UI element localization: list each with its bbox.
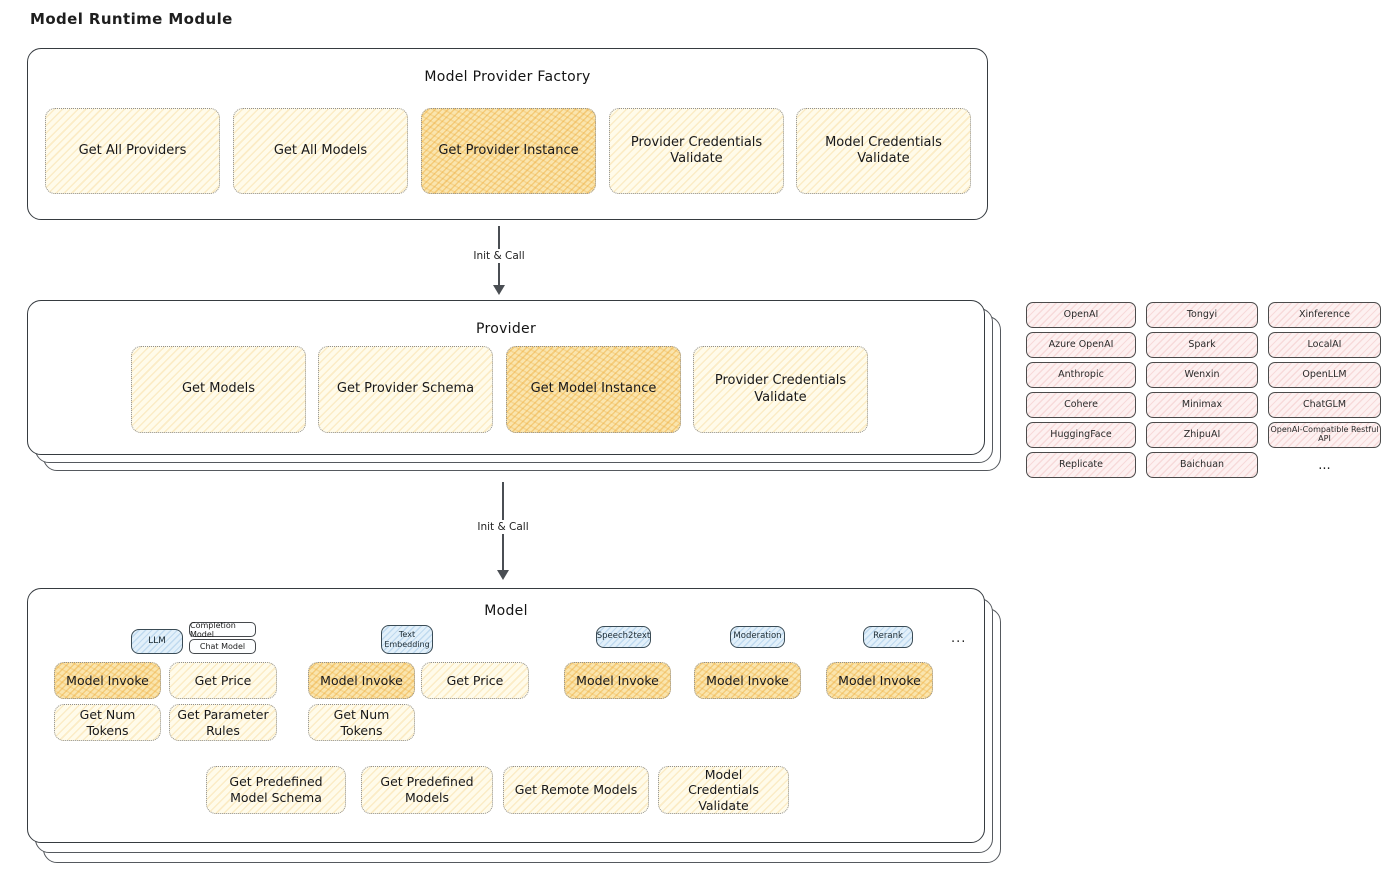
llm-model-invoke-button: Model Invoke xyxy=(54,662,161,699)
provider-chip: ChatGLM xyxy=(1268,392,1381,418)
get-remote-models-button: Get Remote Models xyxy=(503,766,649,814)
provider-chip: Wenxin xyxy=(1146,362,1258,388)
provider-title: Provider xyxy=(475,321,537,337)
provider-chip: Spark xyxy=(1146,332,1258,358)
speech2text-model-invoke-button: Model Invoke xyxy=(564,662,671,699)
text-embedding-get-num-tokens-button: Get Num Tokens xyxy=(308,704,415,741)
provider-chip: OpenAI-Compatible Restful API xyxy=(1268,422,1381,448)
provider-box: Provider Get Models Get Provider Schema … xyxy=(27,300,985,455)
text-embedding-model-invoke-button: Model Invoke xyxy=(308,662,415,699)
rerank-model-invoke-button: Model Invoke xyxy=(826,662,933,699)
llm-get-num-tokens-button: Get Num Tokens xyxy=(54,704,161,741)
provider-chip: LocalAI xyxy=(1268,332,1381,358)
arrow-label-init-call-1: Init & Call xyxy=(468,249,530,263)
tag-llm: LLM xyxy=(131,629,183,654)
factory-button-get-provider-instance: Get Provider Instance xyxy=(421,108,596,194)
text-embedding-get-price-button: Get Price xyxy=(421,662,529,699)
providers-grid: OpenAI Tongyi Xinference Azure OpenAI Sp… xyxy=(1026,302,1381,478)
provider-chip: OpenLLM xyxy=(1268,362,1381,388)
tag-rerank: Rerank xyxy=(863,626,913,648)
provider-button-get-model-instance: Get Model Instance xyxy=(506,346,681,433)
model-tags-more-ellipsis: ... xyxy=(951,631,967,646)
provider-chip: Minimax xyxy=(1146,392,1258,418)
tag-chat-model: Chat Model xyxy=(189,639,256,654)
tag-moderation: Moderation xyxy=(730,626,785,648)
model-title: Model xyxy=(484,603,528,619)
factory-title: Model Provider Factory xyxy=(424,69,591,85)
provider-chip: Baichuan xyxy=(1146,452,1258,478)
llm-get-parameter-rules-button: Get Parameter Rules xyxy=(169,704,277,741)
provider-chip: Anthropic xyxy=(1026,362,1136,388)
provider-chip: HuggingFace xyxy=(1026,422,1136,448)
tag-text-embedding: Text Embedding xyxy=(381,625,433,654)
page-title: Model Runtime Module xyxy=(30,10,233,28)
get-predefined-model-schema-button: Get Predefined Model Schema xyxy=(206,766,346,814)
providers-more-ellipsis: ... xyxy=(1318,457,1331,473)
get-predefined-models-button: Get Predefined Models xyxy=(361,766,493,814)
provider-chip: Replicate xyxy=(1026,452,1136,478)
model-box: Model LLM Completion Model Chat Model Te… xyxy=(27,588,985,843)
arrow-label-init-call-2: Init & Call xyxy=(472,520,534,534)
provider-chip: Xinference xyxy=(1268,302,1381,328)
provider-button-provider-credentials-validate: Provider Credentials Validate xyxy=(693,346,868,433)
tag-speech2text: Speech2text xyxy=(596,626,651,648)
llm-get-price-button: Get Price xyxy=(169,662,277,699)
provider-chip: OpenAI xyxy=(1026,302,1136,328)
factory-button-model-credentials-validate: Model Credentials Validate xyxy=(796,108,971,194)
tag-completion-model: Completion Model xyxy=(189,621,256,639)
provider-chip: Cohere xyxy=(1026,392,1136,418)
provider-chip: Tongyi xyxy=(1146,302,1258,328)
provider-button-get-models: Get Models xyxy=(131,346,306,433)
factory-button-provider-credentials-validate: Provider Credentials Validate xyxy=(609,108,784,194)
provider-chip: Azure OpenAI xyxy=(1026,332,1136,358)
provider-chip: ZhipuAI xyxy=(1146,422,1258,448)
provider-button-get-provider-schema: Get Provider Schema xyxy=(318,346,493,433)
moderation-model-invoke-button: Model Invoke xyxy=(694,662,801,699)
model-credentials-validate-button: Model Credentials Validate xyxy=(658,766,789,814)
factory-button-get-all-models: Get All Models xyxy=(233,108,408,194)
factory-button-get-all-providers: Get All Providers xyxy=(45,108,220,194)
factory-box: Model Provider Factory Get All Providers… xyxy=(27,48,988,220)
